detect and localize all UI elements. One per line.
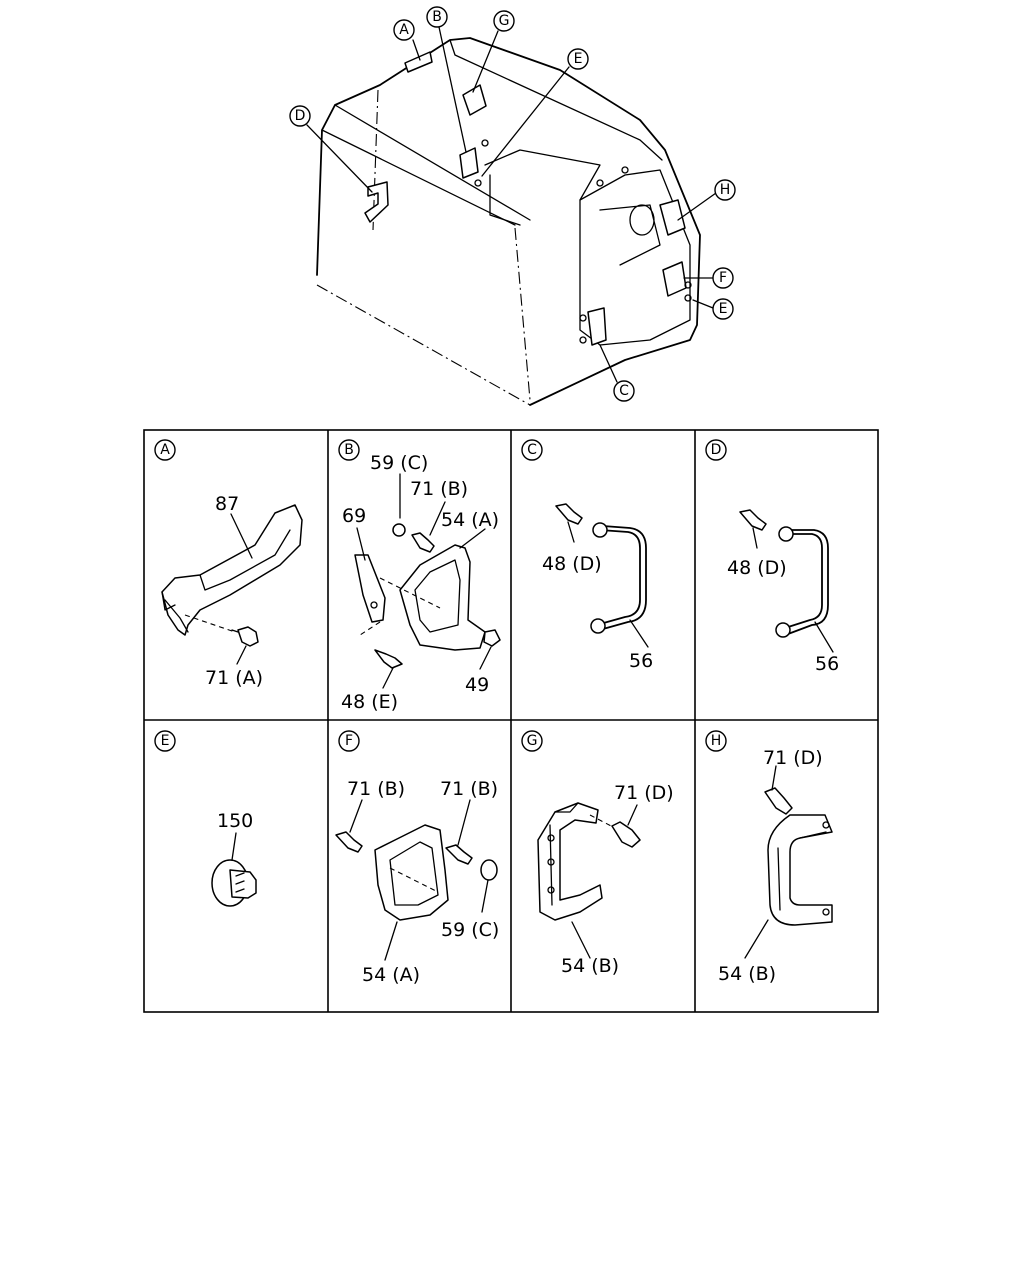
- svg-text:E: E: [161, 733, 170, 749]
- cab-handle-h: [659, 199, 686, 236]
- cover-54a: [399, 544, 486, 651]
- cab-handle-d: [364, 181, 389, 223]
- panel-d-id: D: [705, 439, 727, 461]
- label-71d-g: 71 (D): [614, 782, 674, 804]
- bolt-48d-c: [555, 503, 583, 525]
- label-49: 49: [465, 674, 489, 696]
- cap-59c: [392, 523, 406, 537]
- panel-b: B 59 (C) 71 (B) 69 54 (A) 48 (E) 49: [338, 439, 501, 713]
- callout-c: C: [613, 380, 635, 402]
- bolt-48e: [374, 649, 403, 669]
- svg-text:A: A: [399, 22, 409, 38]
- panel-h-id: H: [705, 730, 727, 752]
- panel-a-id: A: [154, 439, 176, 461]
- svg-text:F: F: [345, 733, 353, 749]
- cab-inner-window: [484, 149, 601, 226]
- cab-interior: [599, 204, 661, 266]
- panel-e: E 150: [154, 730, 257, 907]
- label-71b-left: 71 (B): [347, 778, 405, 800]
- bolt-71d-h: [764, 787, 793, 815]
- grab-handle-87: [161, 504, 303, 636]
- cab-handle-f: [662, 261, 687, 297]
- label-54a-f: 54 (A): [362, 964, 420, 986]
- label-56-c: 56: [629, 650, 653, 672]
- svg-text:A: A: [160, 442, 170, 458]
- nut-49: [483, 629, 501, 647]
- label-71b-right: 71 (B): [440, 778, 498, 800]
- cab-outline: [316, 37, 701, 406]
- panel-d: D 48 (D) 56: [705, 439, 839, 675]
- label-54b-h: 54 (B): [718, 963, 776, 985]
- panel-f: F 71 (B) 71 (B) 54 (A) 59 (C): [335, 730, 499, 986]
- svg-text:E: E: [574, 51, 583, 67]
- panel-a: A 87 71 (A): [154, 439, 303, 689]
- bolt-71d-g: [611, 821, 641, 848]
- svg-text:B: B: [344, 442, 354, 458]
- cab-handle-c: [587, 307, 607, 346]
- label-48d-d: 48 (D): [727, 557, 787, 579]
- svg-text:F: F: [719, 270, 727, 286]
- bolt-71b-right: [445, 844, 473, 865]
- panel-e-id: E: [154, 730, 176, 752]
- panel-g: G 71 (D) 54 (B): [521, 730, 674, 977]
- bolt-71b-left: [335, 831, 363, 853]
- label-71a: 71 (A): [205, 667, 263, 689]
- svg-text:C: C: [527, 442, 537, 458]
- bolt-71b: [411, 532, 435, 553]
- bolt-71a: [237, 626, 259, 647]
- svg-text:C: C: [619, 383, 629, 399]
- label-48d-c: 48 (D): [542, 553, 602, 575]
- label-54a: 54 (A): [441, 509, 499, 531]
- callout-e-top: E: [567, 48, 589, 70]
- panel-b-id: B: [338, 439, 360, 461]
- grab-bar-56-d: [784, 533, 823, 629]
- callout-g: G: [493, 10, 515, 32]
- svg-text:D: D: [711, 442, 722, 458]
- panel-c: C 48 (D) 56: [521, 439, 653, 672]
- label-59c: 59 (C): [370, 452, 428, 474]
- cab-pillar-dash: [372, 89, 531, 401]
- svg-text:G: G: [527, 733, 538, 749]
- panel-h: H 71 (D) 54 (B): [705, 730, 833, 985]
- cab-floor-dash: [316, 284, 531, 406]
- label-71d-h: 71 (D): [763, 747, 823, 769]
- callout-f: F: [712, 267, 734, 289]
- bracket-69: [354, 554, 386, 623]
- svg-text:D: D: [295, 108, 306, 124]
- cab-handle-b: [459, 147, 479, 179]
- svg-text:H: H: [711, 733, 722, 749]
- callout-h: H: [714, 179, 736, 201]
- label-59c-f: 59 (C): [441, 919, 499, 941]
- svg-text:H: H: [720, 182, 731, 198]
- svg-text:G: G: [499, 13, 510, 29]
- callout-e-right: E: [712, 298, 734, 320]
- label-87: 87: [215, 493, 239, 515]
- callout-b: B: [426, 6, 448, 28]
- label-71b: 71 (B): [410, 478, 468, 500]
- callout-d: D: [289, 105, 311, 127]
- cap-59c-f: [480, 859, 498, 881]
- cab-overview: A B G E D H F E C: [289, 6, 736, 406]
- label-56-d: 56: [815, 653, 839, 675]
- svg-text:E: E: [719, 301, 728, 317]
- detail-grid: [143, 429, 879, 1013]
- cover-54a-f: [374, 824, 449, 921]
- cab-rear-frame: [579, 169, 691, 346]
- svg-text:B: B: [432, 9, 442, 25]
- callout-a: A: [393, 19, 415, 41]
- label-54b-g: 54 (B): [561, 955, 619, 977]
- label-150: 150: [217, 810, 253, 832]
- label-48e: 48 (E): [341, 691, 398, 713]
- handle-54b-h: [767, 814, 833, 926]
- panel-f-id: F: [338, 730, 360, 752]
- panel-g-id: G: [521, 730, 543, 752]
- grab-bar-56-c: [599, 529, 641, 625]
- label-69: 69: [342, 505, 366, 527]
- cab-roof-edge: [321, 39, 663, 226]
- panel-c-id: C: [521, 439, 543, 461]
- bolt-48d-d: [739, 509, 767, 531]
- cab-handle-a: [404, 51, 433, 73]
